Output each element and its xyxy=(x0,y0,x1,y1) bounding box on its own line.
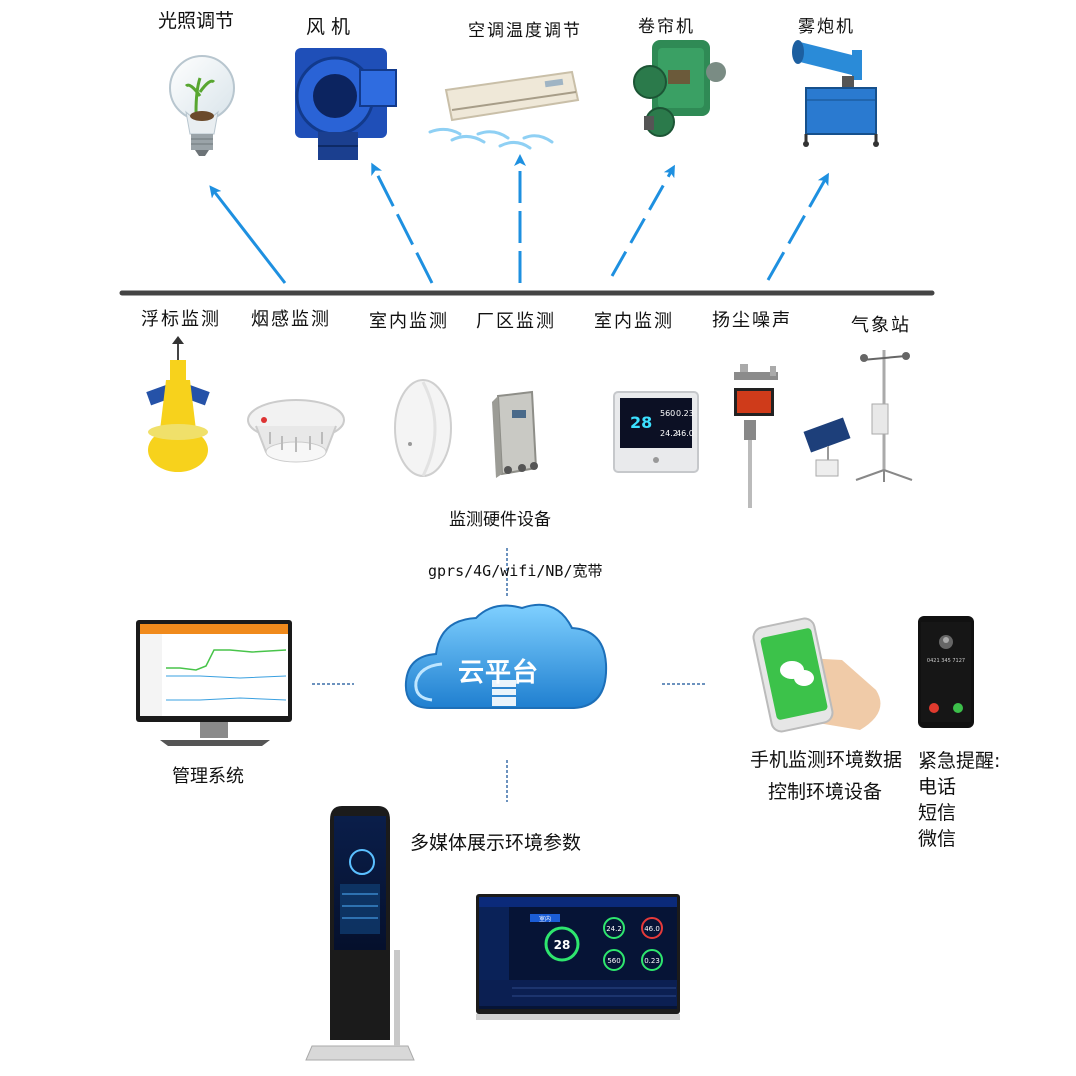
indoor-panel-image: 28 560 0.23 24.2 46.0 xyxy=(613,391,699,473)
label-indoor-monitoring-1: 室内监测 xyxy=(369,311,449,332)
label-multimedia-display: 多媒体展示环境参数 xyxy=(410,832,582,854)
kiosk-display-image xyxy=(305,806,415,1061)
dust-noise-station-image xyxy=(734,364,778,508)
plant-terminal-image xyxy=(492,390,538,478)
label-network-types: gprs/4G/wifi/NB/宽带 xyxy=(428,562,603,580)
label-control-devices: 控制环境设备 xyxy=(768,781,883,803)
label-management-system: 管理系统 xyxy=(172,766,244,787)
label-dust-noise: 扬尘噪声 xyxy=(712,310,792,331)
curtain-motor-image xyxy=(633,40,726,137)
tv-pm-value: 28 xyxy=(554,938,571,952)
arrow-curtain xyxy=(610,164,675,277)
svg-text:46.0: 46.0 xyxy=(676,429,694,438)
buoy-image xyxy=(146,336,210,472)
svg-text:0.23: 0.23 xyxy=(676,409,694,418)
management-monitor-image xyxy=(136,620,292,746)
fan-image xyxy=(295,48,397,160)
cloud-platform-icon xyxy=(404,603,608,709)
fog-cannon-image xyxy=(792,40,879,147)
tv-noise-value: 560 xyxy=(607,957,620,965)
tv-temp-value: 24.2 xyxy=(606,925,622,933)
tv-tvoc-value: 0.23 xyxy=(644,957,660,965)
label-alert-wechat: 微信 xyxy=(918,828,957,850)
label-curtain-machine: 卷帘机 xyxy=(638,17,695,37)
label-fan: 风机 xyxy=(306,16,357,38)
tv-hum-value: 46.0 xyxy=(644,925,660,933)
label-alert-phone: 电话 xyxy=(918,776,957,798)
label-mobile-monitoring: 手机监测环境数据 xyxy=(750,749,903,771)
label-float-monitoring: 浮标监测 xyxy=(141,309,221,330)
lightbulb-image xyxy=(169,55,235,156)
label-smoke-monitoring: 烟感监测 xyxy=(251,309,331,330)
svg-text:24.2: 24.2 xyxy=(660,429,678,438)
tv-status-text: 室内 xyxy=(539,915,551,923)
label-ac-temperature: 空调温度调节 xyxy=(468,21,582,41)
label-weather-station: 气象站 xyxy=(851,315,911,336)
label-fog-cannon: 雾炮机 xyxy=(798,17,855,37)
svg-text:560: 560 xyxy=(660,409,675,418)
arrow-fan xyxy=(371,162,434,284)
label-alert-sms: 短信 xyxy=(918,802,957,824)
label-emergency-alert: 紧急提醒: xyxy=(918,750,1001,772)
arrow-light xyxy=(209,185,287,284)
smoke-detector-image xyxy=(247,399,345,463)
arrow-fog xyxy=(766,172,829,281)
hand-phone-image xyxy=(752,617,881,733)
svg-text:28: 28 xyxy=(630,413,652,432)
weather-station-image xyxy=(803,350,913,482)
label-cloud-platform: 云平台 xyxy=(458,658,540,688)
phone-number-text: 0421 345 7127 xyxy=(927,658,965,664)
label-monitoring-hardware: 监测硬件设备 xyxy=(449,510,551,530)
air-conditioner-image xyxy=(428,70,580,150)
tv-dashboard-image: 28 24.2 46.0 560 0.23 室内 xyxy=(476,894,680,1020)
control-arrows xyxy=(209,154,829,284)
indoor-sensor-image xyxy=(394,379,452,477)
call-phone-image: 0421 345 7127 xyxy=(918,616,974,728)
label-plant-monitoring: 厂区监测 xyxy=(476,311,556,332)
label-light-control: 光照调节 xyxy=(158,10,235,32)
label-indoor-monitoring-2: 室内监测 xyxy=(594,311,674,332)
